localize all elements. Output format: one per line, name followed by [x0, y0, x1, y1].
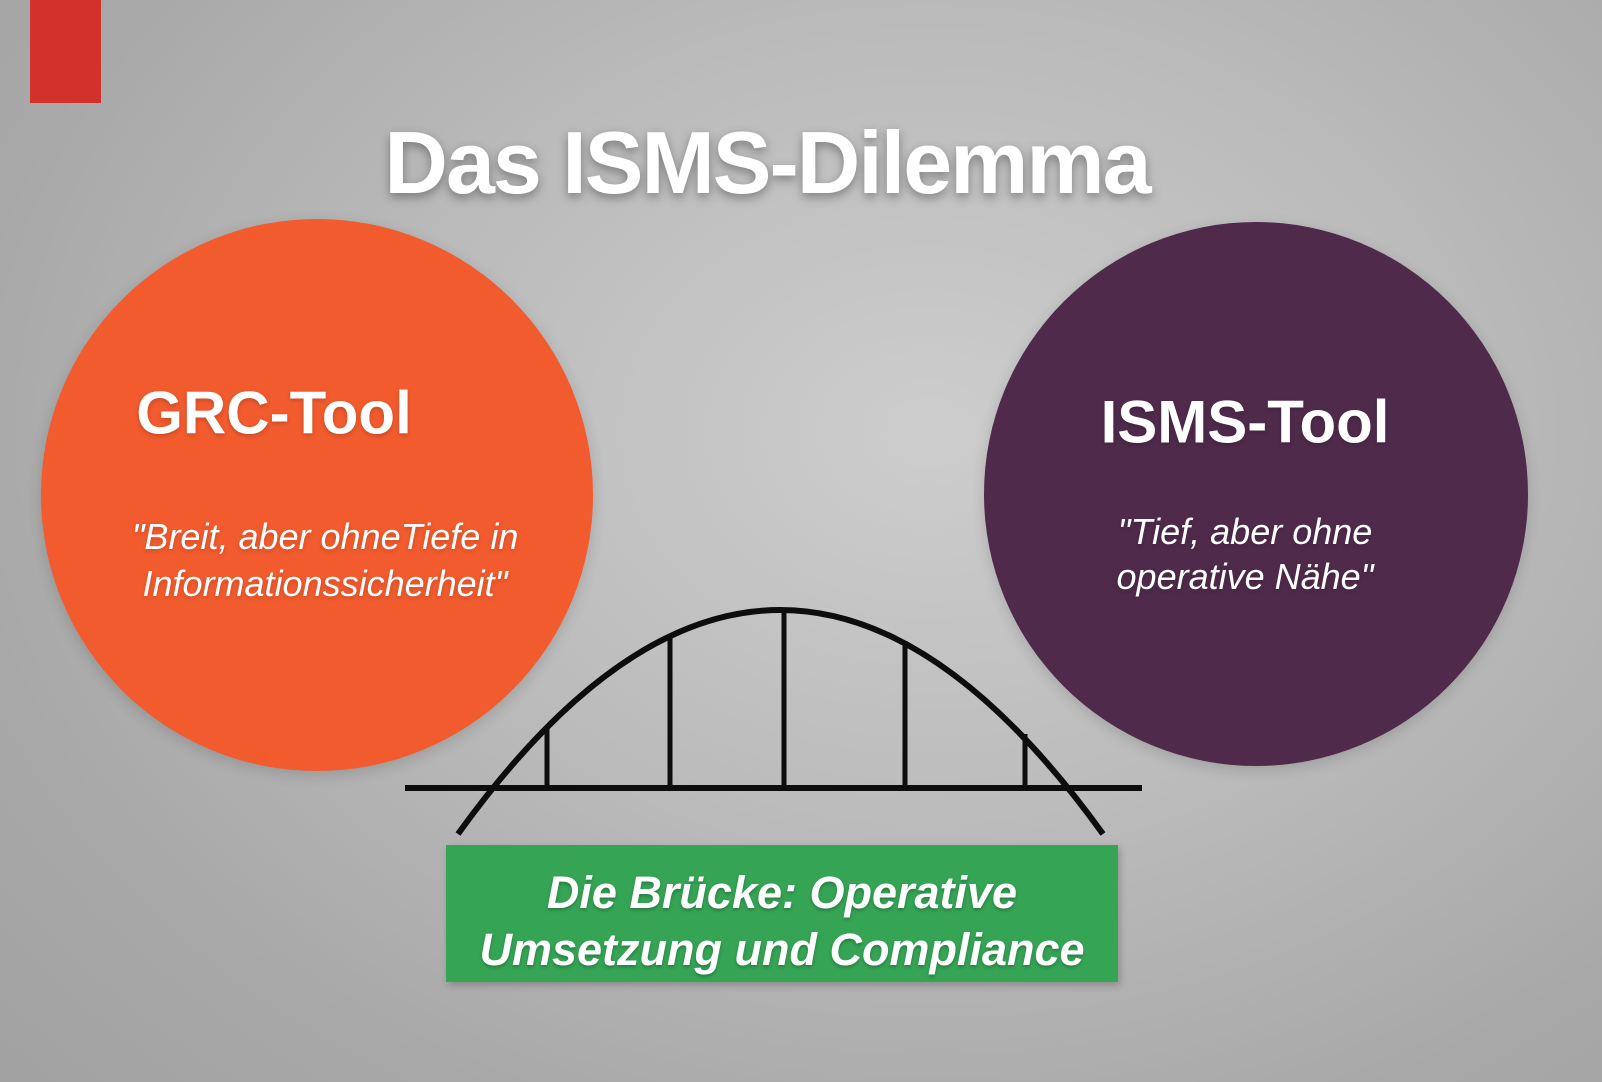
- bridge-arc: [455, 607, 1106, 836]
- red-marker: [30, 0, 101, 103]
- bridge-label-line-1: Die Brücke: Operative: [546, 866, 1018, 918]
- isms-tool-circle: [984, 222, 1528, 766]
- grc-tool-label: GRC-Tool: [136, 379, 412, 447]
- grc-tool-quote: "Breit, aber ohneTiefe in Informationssi…: [132, 513, 519, 607]
- bridge-label-text: Die Brücke: Operative Umsetzung und Comp…: [479, 864, 1084, 978]
- page-title: Das ISMS-Dilemma: [384, 113, 1151, 212]
- bridge-label-line-2: Umsetzung und Compliance: [479, 923, 1085, 975]
- grc-tool-quote-line-1: "Breit, aber ohneTiefe in: [131, 516, 519, 557]
- grc-tool-circle: [41, 219, 593, 771]
- isms-tool-quote: "Tief, aber ohne operative Nähe": [1117, 509, 1374, 599]
- bridge-label: Die Brücke: Operative Umsetzung und Comp…: [446, 845, 1118, 982]
- isms-tool-quote-line-1: "Tief, aber ohne: [1117, 511, 1373, 552]
- grc-tool-quote-line-2: Informationssicherheit": [142, 563, 508, 604]
- isms-tool-quote-line-2: operative Nähe": [1116, 556, 1374, 597]
- isms-tool-label: ISMS-Tool: [1100, 388, 1390, 456]
